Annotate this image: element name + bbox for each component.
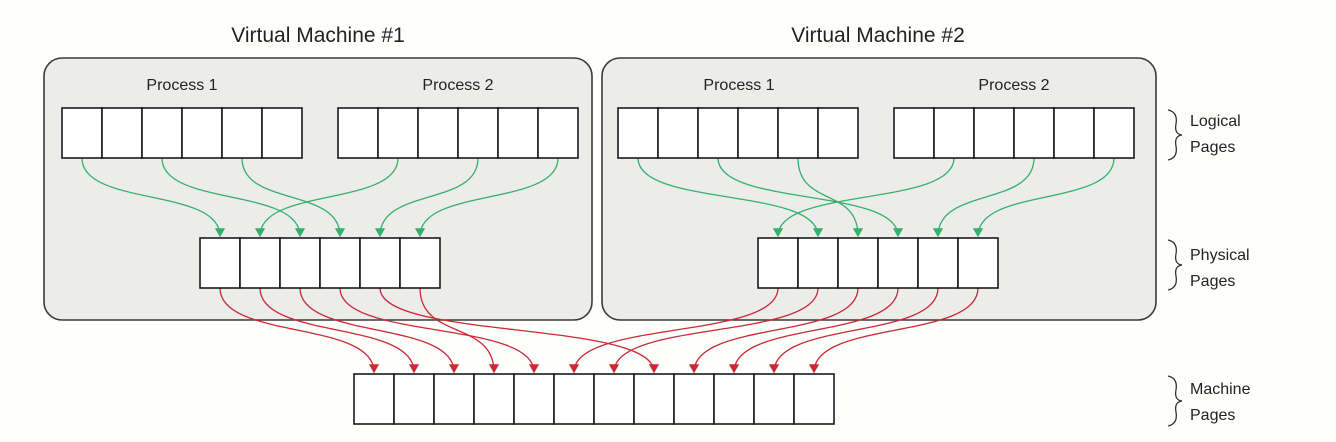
physical-pages-brace	[1167, 239, 1183, 291]
vm2-logical-to-physical-arrow-4	[772, 157, 955, 238]
vm2-process1-logical-page-1	[617, 107, 659, 159]
machine-page-10	[713, 373, 755, 425]
logical-pages-label-line2: Pages	[1190, 139, 1235, 156]
vm2-process1-logical-page-5	[777, 107, 819, 159]
vm1-logical-to-physical-arrow-4	[254, 157, 399, 238]
vm2-process1-logical-page-3	[697, 107, 739, 159]
vm2-physical-to-machine-arrow-4	[728, 287, 899, 374]
vm2-title: Virtual Machine #2	[791, 24, 965, 47]
vm1-physical-to-machine-arrow-2	[259, 287, 420, 374]
vm2-logical-to-physical-arrow-5	[932, 157, 1035, 238]
machine-pages-label-line1: Machine	[1190, 381, 1251, 398]
vm2-physical-page-5	[917, 237, 959, 289]
vm2-process2-label: Process 2	[978, 77, 1049, 94]
vm2-logical-to-physical-arrow-6	[972, 157, 1115, 238]
vm1-logical-to-physical-arrow-6	[414, 157, 559, 238]
machine-page-12	[793, 373, 835, 425]
logical-pages-label-line1: Logical	[1190, 113, 1241, 130]
vm1-process1-logical-page-5	[221, 107, 263, 159]
vm2-physical-to-machine-arrow-3	[688, 287, 859, 374]
vm1-process1-logical-page-6	[261, 107, 303, 159]
vm1-physical-to-machine-arrow-5	[379, 287, 660, 374]
vm1-process1-logical-page-3	[141, 107, 183, 159]
machine-page-6	[553, 373, 595, 425]
logical-pages-brace	[1167, 109, 1183, 161]
vm1-process1-logical-page-1	[61, 107, 103, 159]
vm2-physical-to-machine-arrow-5	[768, 287, 939, 374]
machine-page-11	[753, 373, 795, 425]
vm2-process1-logical-page-4	[737, 107, 779, 159]
vm2-physical-page-3	[837, 237, 879, 289]
vm1-process2-logical-page-3	[417, 107, 459, 159]
vm2-logical-to-physical-arrow-2	[717, 157, 904, 238]
machine-pages-label-line2: Pages	[1190, 407, 1235, 424]
vm1-process2-logical-page-1	[337, 107, 379, 159]
vm1-physical-page-2	[239, 237, 281, 289]
vm1-process2-logical-page-4	[457, 107, 499, 159]
vm1-process2-logical-page-5	[497, 107, 539, 159]
vm1-process1-logical-page-2	[101, 107, 143, 159]
vm1-physical-page-5	[359, 237, 401, 289]
vm1-physical-to-machine-arrow-6	[419, 287, 500, 374]
vm1-physical-to-machine-arrow-3	[299, 287, 460, 374]
machine-page-4	[473, 373, 515, 425]
machine-page-7	[593, 373, 635, 425]
vm1-process2-logical-page-6	[537, 107, 579, 159]
vm1-physical-page-6	[399, 237, 441, 289]
machine-page-3	[433, 373, 475, 425]
vm1-logical-to-physical-arrow-2	[161, 157, 306, 238]
vm1-physical-to-machine-arrow-1	[219, 287, 380, 374]
vm2-process2-logical-page-4	[1013, 107, 1055, 159]
physical-pages-label-line2: Pages	[1190, 273, 1235, 290]
machine-page-1	[353, 373, 395, 425]
vm1-physical-page-3	[279, 237, 321, 289]
machine-page-5	[513, 373, 555, 425]
vm2-process1-label: Process 1	[703, 77, 774, 94]
machine-pages-brace	[1167, 375, 1183, 427]
vm1-process1-logical-page-4	[181, 107, 223, 159]
vm2-process2-logical-page-5	[1053, 107, 1095, 159]
vm2-physical-to-machine-arrow-1	[568, 287, 779, 374]
machine-page-9	[673, 373, 715, 425]
page-cells	[61, 107, 1135, 425]
vm1-logical-to-physical-arrow-3	[241, 157, 346, 238]
vm1-logical-to-physical-arrow-1	[81, 157, 226, 238]
vm1-process2-label: Process 2	[422, 77, 493, 94]
vm2-logical-to-physical-arrow-1	[637, 157, 824, 238]
vm2-process2-logical-page-6	[1093, 107, 1135, 159]
vm2-process2-logical-page-1	[893, 107, 935, 159]
mapping-arrows	[81, 157, 1115, 374]
vm2-physical-page-2	[797, 237, 839, 289]
vm1-physical-to-machine-arrow-4	[339, 287, 540, 374]
vm2-logical-to-physical-arrow-3	[797, 157, 864, 238]
vm1-physical-page-4	[319, 237, 361, 289]
vm1-title: Virtual Machine #1	[231, 24, 405, 47]
vm1-process1-label: Process 1	[146, 77, 217, 94]
physical-pages-label-line1: Physical	[1190, 247, 1250, 264]
vm2-physical-page-6	[957, 237, 999, 289]
vm2-physical-to-machine-arrow-6	[808, 287, 979, 374]
vm2-physical-to-machine-arrow-2	[608, 287, 819, 374]
vm1-physical-page-1	[199, 237, 241, 289]
vm2-physical-page-1	[757, 237, 799, 289]
vm1-process2-logical-page-2	[377, 107, 419, 159]
vm2-process1-logical-page-2	[657, 107, 699, 159]
machine-page-2	[393, 373, 435, 425]
vm2-physical-page-4	[877, 237, 919, 289]
vm2-process2-logical-page-2	[933, 107, 975, 159]
vm2-process1-logical-page-6	[817, 107, 859, 159]
vm2-process2-logical-page-3	[973, 107, 1015, 159]
machine-page-8	[633, 373, 675, 425]
vm1-logical-to-physical-arrow-5	[374, 157, 479, 238]
